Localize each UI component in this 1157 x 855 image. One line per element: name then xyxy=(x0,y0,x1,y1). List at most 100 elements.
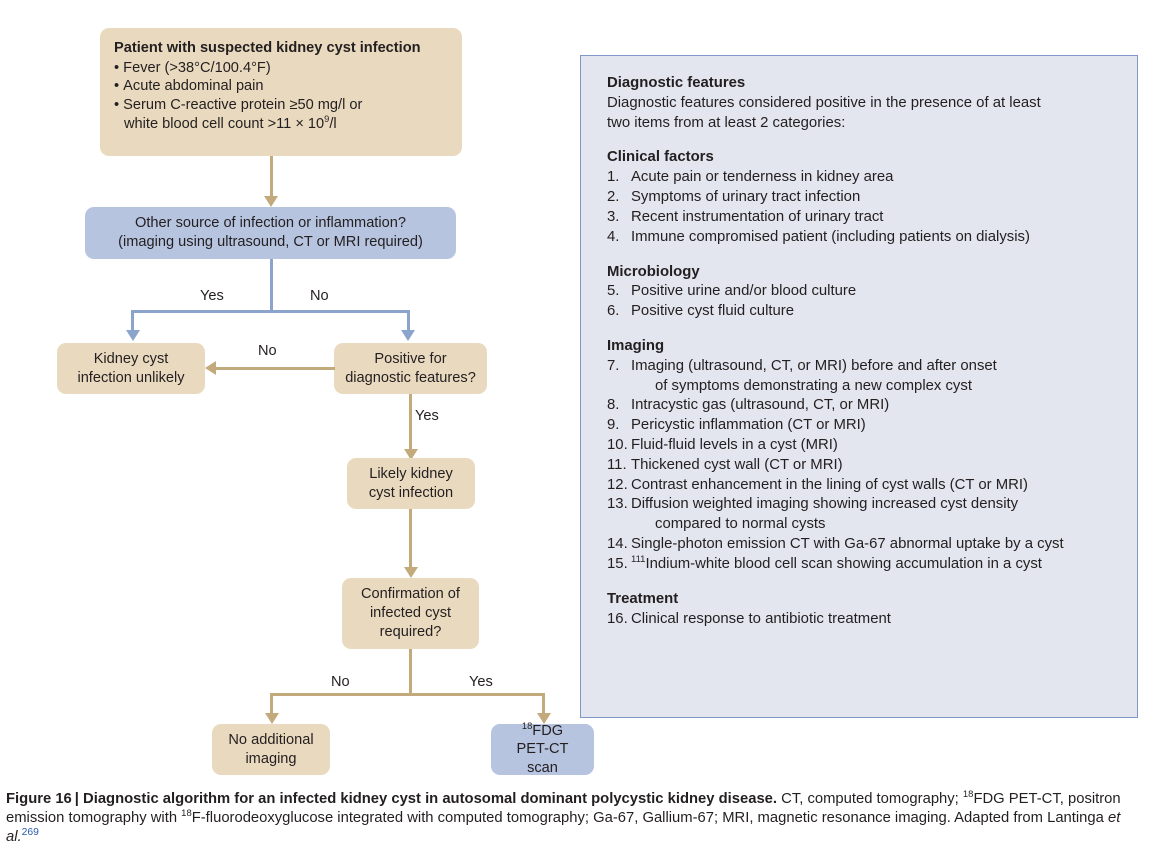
start-node-superscript-9: 9 xyxy=(324,113,330,124)
confirmation-line3: required? xyxy=(379,623,442,640)
diagnostic-features-panel: Diagnostic features Diagnostic features … xyxy=(580,55,1138,718)
list-item-number: 5. xyxy=(607,283,620,300)
flow-node-confirmation-required[interactable]: Confirmation of infected cyst required? xyxy=(342,578,479,649)
list-item-number: 8. xyxy=(607,397,620,414)
list-item: 15.111Indium-white blood cell scan showi… xyxy=(607,555,1117,575)
start-node-bullet-3-text: Serum C-reactive protein ≥50 mg/l or xyxy=(123,97,363,114)
list-item-text: Single-photon emission CT with Ga-67 abn… xyxy=(631,536,1064,553)
list-item-text: Positive urine and/or blood culture xyxy=(631,283,857,300)
edge-label-other-source-yes: Yes xyxy=(200,288,224,304)
flow-node-fdg-pet-ct[interactable]: 18FDG PET-CT scan xyxy=(491,720,594,776)
confirmation-line2: infected cyst xyxy=(369,605,452,622)
likely-infection-line2: cyst infection xyxy=(368,484,454,501)
connector-other-source-split xyxy=(131,310,409,313)
no-imaging-line2: imaging xyxy=(245,750,297,767)
list-item-text: Fluid-fluid levels in a cyst (MRI) xyxy=(631,437,838,453)
confirmation-line1: Confirmation of xyxy=(361,586,460,603)
edge-label-other-source-no: No xyxy=(310,288,329,304)
panel-list-treatment: 16.Clinical response to antibiotic treat… xyxy=(607,610,1117,630)
list-item-number: 3. xyxy=(607,208,620,225)
arrowhead-positive-to-likely xyxy=(403,449,418,460)
panel-intro-line1: Diagnostic features considered positive … xyxy=(607,94,1041,111)
edge-label-confirmation-no: No xyxy=(331,674,350,690)
connector-positive-to-unlikely xyxy=(216,366,335,370)
list-item-text: Clinical response to antibiotic treatmen… xyxy=(631,610,891,627)
list-item-number: 12. xyxy=(607,476,628,493)
fdg-superscript-18: 18 xyxy=(521,720,533,731)
start-node-bullet-2-text: Acute abdominal pain xyxy=(123,78,264,95)
start-node-bullet-3-cont-pre: white blood cell count >11 × 10 xyxy=(124,115,325,132)
panel-list-clinical: 1.Acute pain or tenderness in kidney are… xyxy=(607,168,1117,247)
list-item-text: Positive cyst fluid culture xyxy=(631,303,795,320)
start-node-title: Patient with suspected kidney cyst infec… xyxy=(114,40,421,56)
list-item-number: 7. xyxy=(607,357,620,374)
list-item-number: 16. xyxy=(607,610,628,627)
caption-superscript-18-fdg: 18 xyxy=(962,789,974,801)
flow-node-infection-unlikely[interactable]: Kidney cyst infection unlikely xyxy=(57,343,205,394)
list-item: 2.Symptoms of urinary tract infection xyxy=(607,188,1117,208)
connector-confirmation-stem xyxy=(409,649,412,695)
start-node-bullet-3-cont: white blood cell count >11 × 109/l xyxy=(114,113,448,134)
list-item: 16.Clinical response to antibiotic treat… xyxy=(607,610,1117,630)
list-item: 1.Acute pain or tenderness in kidney are… xyxy=(607,168,1117,188)
list-item: 13.Diffusion weighted imaging showing in… xyxy=(607,495,1117,535)
list-item-number: 4. xyxy=(607,228,620,245)
other-source-line2: (imaging using ultrasound, CT or MRI req… xyxy=(118,234,423,250)
arrowhead-other-source-yes xyxy=(125,330,140,341)
arrowhead-confirmation-yes xyxy=(536,713,551,724)
connector-confirmation-split xyxy=(270,693,545,696)
arrowhead-positive-to-unlikely xyxy=(205,361,216,375)
infection-unlikely-line1: Kidney cyst xyxy=(93,350,169,367)
fdg-line1: FDG xyxy=(532,722,564,739)
panel-heading: Diagnostic features xyxy=(607,75,746,91)
list-item-number: 10. xyxy=(607,437,628,453)
list-item-number: 11. xyxy=(607,456,627,473)
flow-node-no-additional-imaging[interactable]: No additional imaging xyxy=(212,724,330,775)
list-item-number: 6. xyxy=(607,303,620,320)
panel-section-heading-microbiology: Microbiology xyxy=(607,263,700,280)
flow-node-positive-features[interactable]: Positive for diagnostic features? xyxy=(334,343,487,394)
list-item: 14.Single-photon emission CT with Ga-67 … xyxy=(607,535,1117,555)
panel-intro-line2: two items from at least 2 categories: xyxy=(607,114,846,131)
caption-source-italic: et al. xyxy=(6,809,1121,845)
panel-section-heading-treatment: Treatment xyxy=(607,590,679,607)
flow-node-likely-infection[interactable]: Likely kidney cyst infection xyxy=(347,458,475,509)
positive-features-line1: Positive for xyxy=(374,350,447,367)
panel-section-heading-imaging: Imaging xyxy=(607,337,665,354)
figure-caption: Figure 16 | Diagnostic algorithm for an … xyxy=(6,790,1154,847)
connector-other-source-stem xyxy=(269,259,273,312)
list-item: 5. Positive urine and/or blood culture xyxy=(607,282,1117,302)
flow-node-other-source[interactable]: Other source of infection or inflammatio… xyxy=(85,207,456,259)
panel-list-imaging: 7.Imaging (ultrasound, CT, or MRI) befor… xyxy=(607,357,1117,575)
start-node-bullet-2: • Acute abdominal pain xyxy=(114,78,264,95)
arrowhead-confirmation-no xyxy=(264,713,279,724)
list-item: 9.Pericystic inflammation (CT or MRI) xyxy=(607,416,1117,436)
list-item-text: Thickened cyst wall (CT or MRI) xyxy=(631,456,843,473)
indium-superscript-111: 111 xyxy=(631,553,646,565)
list-item: 12.Contrast enhancement in the lining of… xyxy=(607,476,1117,496)
edge-label-positive-no: No xyxy=(258,343,277,359)
list-item-continuation: compared to normal cysts xyxy=(655,516,826,533)
list-item-text: Recent instrumentation of urinary tract xyxy=(631,208,884,225)
arrowhead-start-to-other-source xyxy=(264,196,278,207)
start-node-bullet-1-text: Fever (>38°C/100.4°F) xyxy=(123,59,271,76)
other-source-line1: Other source of infection or inflammatio… xyxy=(135,215,406,232)
list-item-number: 13. xyxy=(607,496,628,513)
caption-abbrev-3: F-fluorodeoxyglucose integrated with com… xyxy=(191,809,1108,826)
edge-label-confirmation-yes: Yes xyxy=(469,674,493,690)
figure-title: Diagnostic algorithm for an infected kid… xyxy=(83,791,778,807)
caption-reference-number: 269 xyxy=(21,826,39,838)
list-item-number: 9. xyxy=(607,417,620,434)
connector-positive-to-likely xyxy=(409,394,412,451)
list-item-text: Immune compromised patient (including pa… xyxy=(631,228,1030,245)
list-item: 8.Intracystic gas (ultrasound, CT, or MR… xyxy=(607,396,1117,416)
arrowhead-likely-to-confirmation xyxy=(403,567,418,578)
connector-confirmation-no xyxy=(270,693,273,715)
connector-confirmation-yes xyxy=(542,693,545,715)
flow-node-start[interactable]: Patient with suspected kidney cyst infec… xyxy=(100,28,462,156)
list-item: 3. Recent instrumentation of urinary trac… xyxy=(607,208,1117,228)
list-item: 4. Immune compromised patient (including … xyxy=(607,228,1117,248)
list-item: 7.Imaging (ultrasound, CT, or MRI) befor… xyxy=(607,357,1117,397)
arrowhead-other-source-no xyxy=(401,330,415,341)
positive-features-line2: diagnostic features? xyxy=(345,369,476,386)
